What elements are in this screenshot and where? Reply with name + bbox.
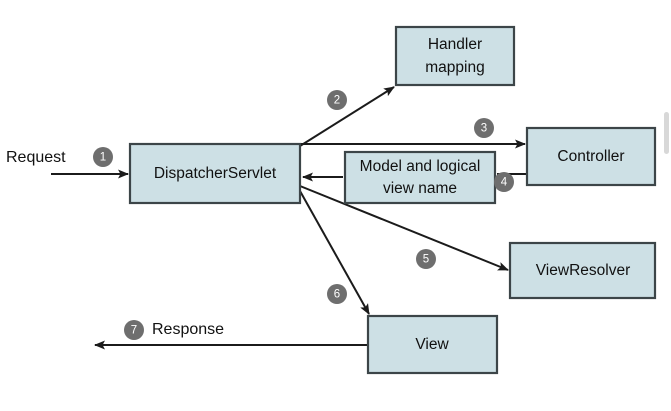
step-badge-1-circle bbox=[93, 147, 113, 167]
step-badge-5: 5 bbox=[416, 249, 436, 269]
node-model-and-view-name-label-line1: Model and logical bbox=[360, 158, 481, 175]
step-badge-7: 7 bbox=[124, 320, 144, 340]
step-badge-3-number: 3 bbox=[481, 123, 487, 135]
flow-dispatcher-to-view bbox=[299, 190, 370, 315]
node-handler-mapping[interactable]: Handler mapping bbox=[394, 25, 516, 87]
node-dispatcher-servlet-box bbox=[128, 142, 302, 205]
node-model-and-view-name-label-line2: view name bbox=[383, 180, 457, 197]
node-view-box bbox=[366, 314, 499, 375]
step-badge-3-circle bbox=[474, 118, 494, 138]
step-badge-4-circle bbox=[494, 172, 514, 192]
response-label: Response bbox=[152, 321, 224, 338]
node-controller[interactable]: Controller bbox=[525, 126, 657, 187]
step-badge-1-number: 1 bbox=[100, 152, 106, 164]
step-badge-2-number: 2 bbox=[334, 95, 340, 107]
node-view-resolver-box bbox=[508, 241, 657, 300]
step-badge-6: 6 bbox=[327, 284, 347, 304]
node-handler-mapping-box bbox=[394, 25, 516, 87]
node-model-and-view-name[interactable]: Model and logical view name bbox=[343, 150, 497, 205]
step-badge-7-circle bbox=[124, 320, 144, 340]
step-badge-6-circle bbox=[327, 284, 347, 304]
step-badge-1: 1 bbox=[93, 147, 113, 167]
node-handler-mapping-label-line2: mapping bbox=[425, 59, 484, 76]
node-view-resolver-label: ViewResolver bbox=[536, 262, 630, 279]
node-view-label: View bbox=[415, 336, 449, 353]
step-badge-3: 3 bbox=[474, 118, 494, 138]
step-badge-5-circle bbox=[416, 249, 436, 269]
node-dispatcher-servlet-label: DispatcherServlet bbox=[154, 165, 277, 182]
step-badge-2-circle bbox=[327, 90, 347, 110]
flow-dispatcher-to-view-resolver bbox=[299, 185, 509, 271]
step-badge-6-number: 6 bbox=[334, 289, 340, 301]
request-label: Request bbox=[6, 149, 66, 166]
scrollbar-thumb[interactable] bbox=[664, 112, 669, 154]
node-handler-mapping-label-line1: Handler bbox=[428, 36, 482, 53]
node-controller-box bbox=[525, 126, 657, 187]
node-view-resolver[interactable]: ViewResolver bbox=[508, 241, 657, 300]
flow-dispatcher-to-handler-mapping bbox=[299, 86, 395, 147]
node-model-and-view-name-box bbox=[343, 150, 497, 205]
step-badge-7-number: 7 bbox=[131, 325, 137, 337]
node-controller-label: Controller bbox=[557, 148, 624, 165]
step-badge-5-number: 5 bbox=[423, 254, 429, 266]
node-view[interactable]: View bbox=[366, 314, 499, 375]
step-badge-4-number: 4 bbox=[501, 177, 508, 189]
step-badge-4: 4 bbox=[494, 172, 514, 192]
node-dispatcher-servlet[interactable]: DispatcherServlet bbox=[128, 142, 302, 205]
step-badge-2: 2 bbox=[327, 90, 347, 110]
